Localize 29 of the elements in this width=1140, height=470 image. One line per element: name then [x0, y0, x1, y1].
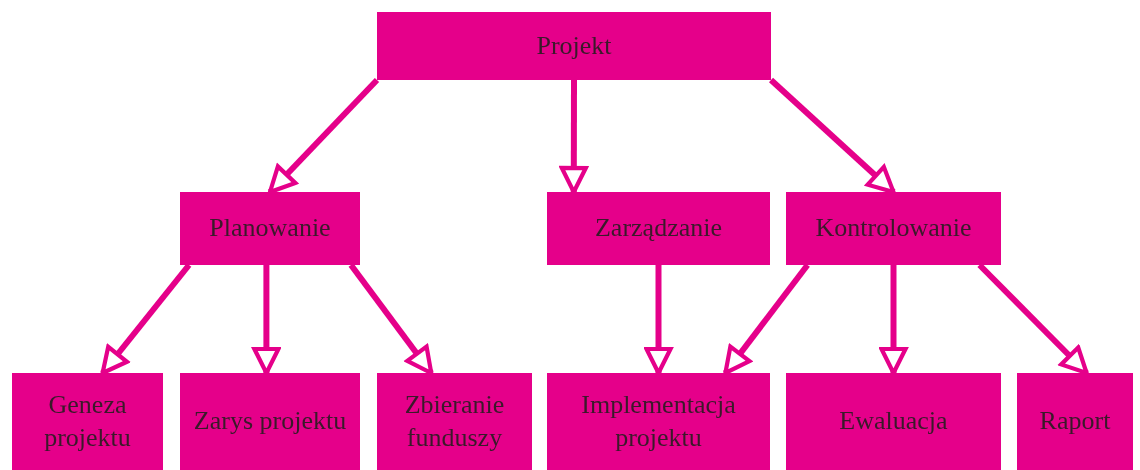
category-box	[547, 373, 770, 470]
category-box	[547, 192, 770, 265]
node-label: Geneza projektu	[43, 389, 132, 454]
arrow	[644, 265, 673, 376]
arrow	[768, 77, 896, 195]
arrow	[723, 263, 810, 376]
arrow	[348, 263, 434, 376]
node-label: Zarys projektu	[193, 405, 347, 438]
node-label: Projekt	[536, 29, 612, 62]
arrow	[100, 263, 192, 376]
arrow	[879, 265, 908, 376]
node-label: Ewaluacja	[839, 405, 948, 438]
node-label: Implementacja projektu	[580, 389, 737, 454]
category-box	[12, 373, 163, 470]
category-box	[377, 373, 532, 470]
category-box	[377, 12, 771, 80]
node-label: Planowanie	[209, 212, 331, 245]
category-box	[180, 192, 360, 265]
arrow	[267, 77, 380, 195]
category-box	[180, 373, 360, 470]
node-label: Zbieranie funduszy	[403, 389, 506, 454]
node-label: Raport	[1039, 405, 1111, 438]
category-box	[786, 192, 1001, 265]
node-label: Zarządzanie	[595, 212, 722, 245]
arrow	[559, 80, 588, 195]
node-label: Kontrolowanie	[815, 212, 972, 245]
category-box	[786, 373, 1001, 470]
category-box	[1017, 373, 1133, 470]
arrow	[252, 265, 281, 376]
